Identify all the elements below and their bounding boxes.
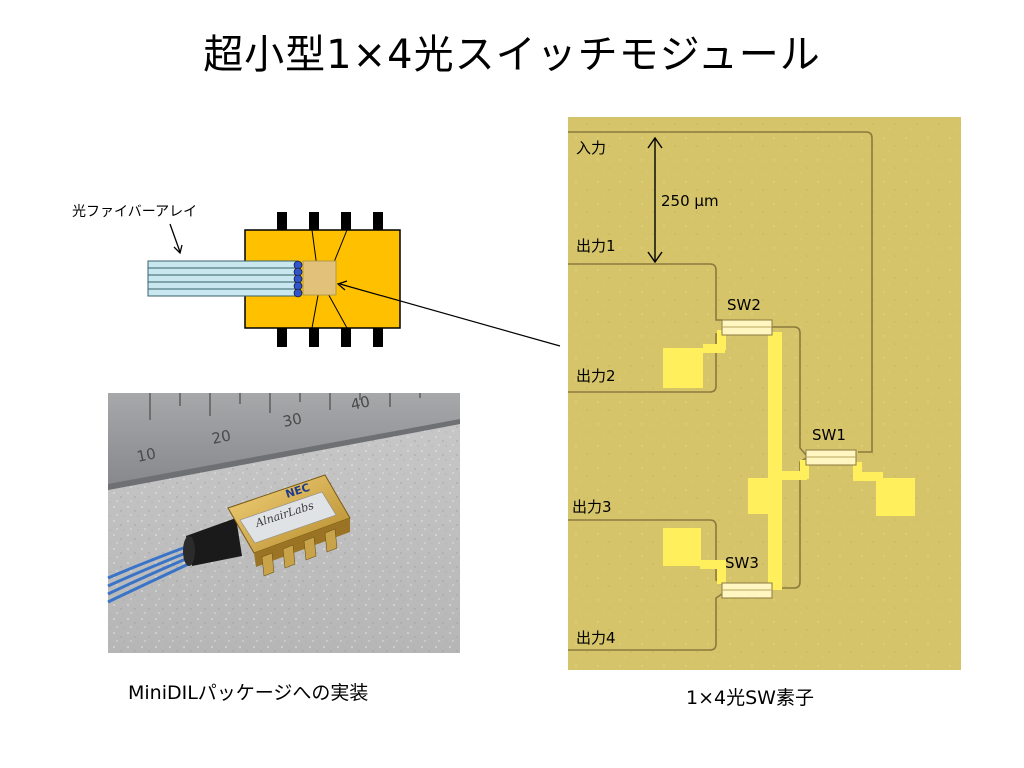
switch-micrograph: 入力 250 µm 出力1 出力2 出力3 出力4 SW2 SW1 SW3 [568, 117, 961, 670]
scale-label: 250 µm [661, 192, 719, 210]
page-title: 超小型1×4光スイッチモジュール [203, 32, 821, 78]
ruler-number: 30 [281, 409, 303, 431]
ruler-number: 40 [349, 392, 371, 414]
scale-arrow [647, 136, 663, 264]
sw3-label: SW3 [725, 554, 759, 572]
package-chip [302, 260, 337, 296]
fiber-array-label: 光ファイバーアレイ [72, 204, 197, 220]
input-label: 入力 [576, 139, 606, 157]
output-3-label: 出力3 [572, 498, 612, 516]
package-caption: MiniDILパッケージへの実装 [128, 682, 369, 704]
element-caption: 1×4光SW素子 [686, 687, 814, 709]
sw1-label: SW1 [812, 426, 846, 444]
ruler [108, 393, 460, 490]
package-pins [277, 212, 383, 347]
ruler-ticks [149, 393, 421, 420]
fiber-array [147, 260, 303, 298]
output-1-label: 出力1 [576, 237, 616, 255]
switch-elements [721, 319, 857, 599]
fiber-boot [183, 518, 242, 566]
pointer-line [339, 283, 561, 347]
sw2-label: SW2 [727, 296, 761, 314]
package-schematic: 光ファイバーアレイ [72, 204, 561, 347]
module-photo: 10 20 30 40 NEC AlnairLabs [107, 392, 460, 653]
ruler-number: 10 [135, 444, 157, 466]
electrodes [663, 330, 915, 590]
ruler-number: 20 [210, 426, 232, 448]
output-4-label: 出力4 [576, 629, 616, 647]
output-2-label: 出力2 [576, 367, 616, 385]
module-leads [261, 528, 338, 577]
fiber-label-arrow [169, 223, 181, 253]
module-body: NEC AlnairLabs [227, 474, 351, 567]
waveguide-traces [568, 131, 873, 651]
